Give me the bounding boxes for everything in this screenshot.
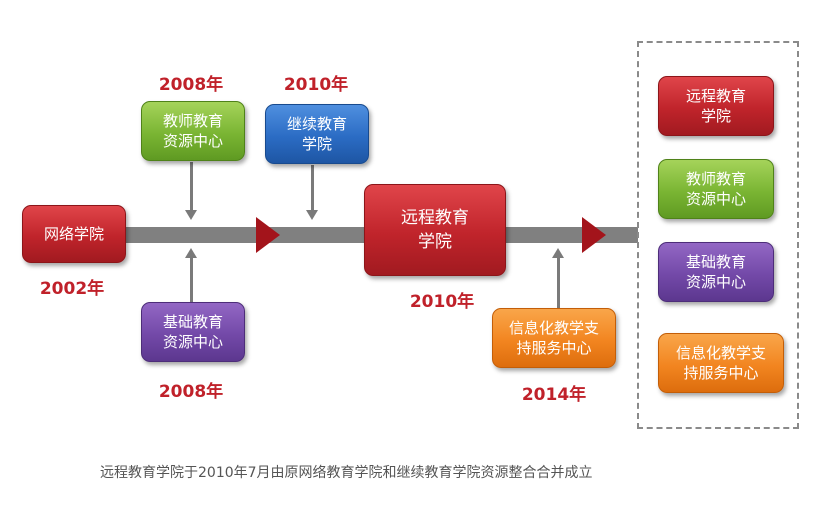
- box-wangluo: 网络学院: [22, 205, 126, 263]
- connector-jichu: [190, 256, 193, 302]
- year-jixu: 2010年: [283, 75, 349, 95]
- box-xinxi: 信息化教学支 持服务中心: [492, 308, 616, 368]
- year-xinxi: 2014年: [521, 385, 587, 405]
- result-panel: [637, 41, 799, 429]
- connector-jiaoshi: [190, 162, 193, 212]
- timeline-arrow-1: [256, 217, 280, 253]
- year-yuancheng: 2010年: [409, 292, 475, 312]
- arrowhead-jiaoshi: [185, 210, 197, 220]
- year-jiaoshi: 2008年: [158, 75, 224, 95]
- year-wangluo: 2002年: [39, 279, 105, 299]
- box-jichu: 基础教育 资源中心: [141, 302, 245, 362]
- panel-item-xinxi: 信息化教学支 持服务中心: [658, 333, 784, 393]
- connector-jixu: [311, 165, 314, 212]
- box-yuancheng: 远程教育 学院: [364, 184, 506, 276]
- caption-text: 远程教育学院于2010年7月由原网络教育学院和继续教育学院资源整合合并成立: [100, 465, 593, 481]
- arrowhead-jixu: [306, 210, 318, 220]
- panel-item-jichu: 基础教育 资源中心: [658, 242, 774, 302]
- arrowhead-jichu: [185, 248, 197, 258]
- panel-item-jiaoshi: 教师教育 资源中心: [658, 159, 774, 219]
- year-jichu: 2008年: [158, 382, 224, 402]
- timeline-arrow-2: [582, 217, 606, 253]
- arrowhead-xinxi: [552, 248, 564, 258]
- box-jiaoshi: 教师教育 资源中心: [141, 101, 245, 161]
- panel-item-yuancheng: 远程教育 学院: [658, 76, 774, 136]
- connector-xinxi: [557, 256, 560, 310]
- box-jixu: 继续教育 学院: [265, 104, 369, 164]
